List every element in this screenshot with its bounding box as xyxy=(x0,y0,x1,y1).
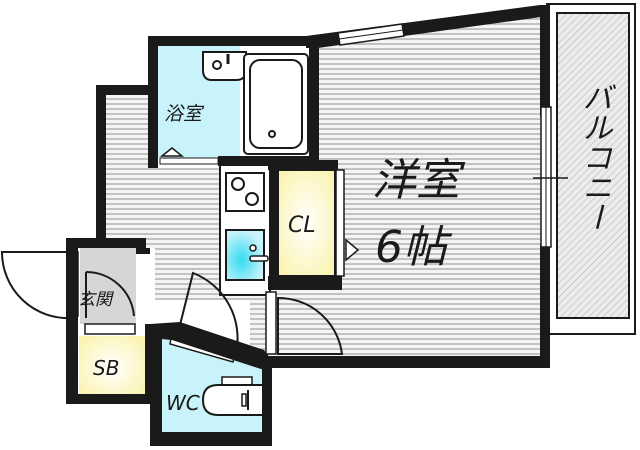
bathroom-door xyxy=(159,157,219,165)
kitchen-sink-icon xyxy=(225,229,269,281)
balcony-label: バルコニー xyxy=(577,82,612,232)
sink-icon xyxy=(202,51,247,81)
western-room-size: 6帖 xyxy=(375,222,453,273)
balcony xyxy=(546,3,636,335)
room-door xyxy=(265,291,344,355)
toilet-icon xyxy=(201,376,265,416)
stove-icon xyxy=(225,172,265,212)
bathroom: 浴室 xyxy=(158,46,316,165)
closet-arrow-icon xyxy=(345,238,360,262)
kitchen xyxy=(219,159,271,296)
windows xyxy=(337,23,568,248)
step-marker-icon xyxy=(159,147,185,157)
western-room-label: 洋室 xyxy=(372,155,466,206)
shoe-box: SB xyxy=(79,336,145,398)
closet-label: CL xyxy=(288,213,316,238)
entrance-label: 玄関 xyxy=(78,290,114,310)
bathtub-icon xyxy=(243,53,309,155)
bathroom-label: 浴室 xyxy=(164,103,205,125)
toilet: WC xyxy=(160,337,265,432)
shoe-box-label: SB xyxy=(93,356,119,380)
toilet-label: WC xyxy=(166,391,200,415)
entrance: 玄関 xyxy=(78,248,136,335)
